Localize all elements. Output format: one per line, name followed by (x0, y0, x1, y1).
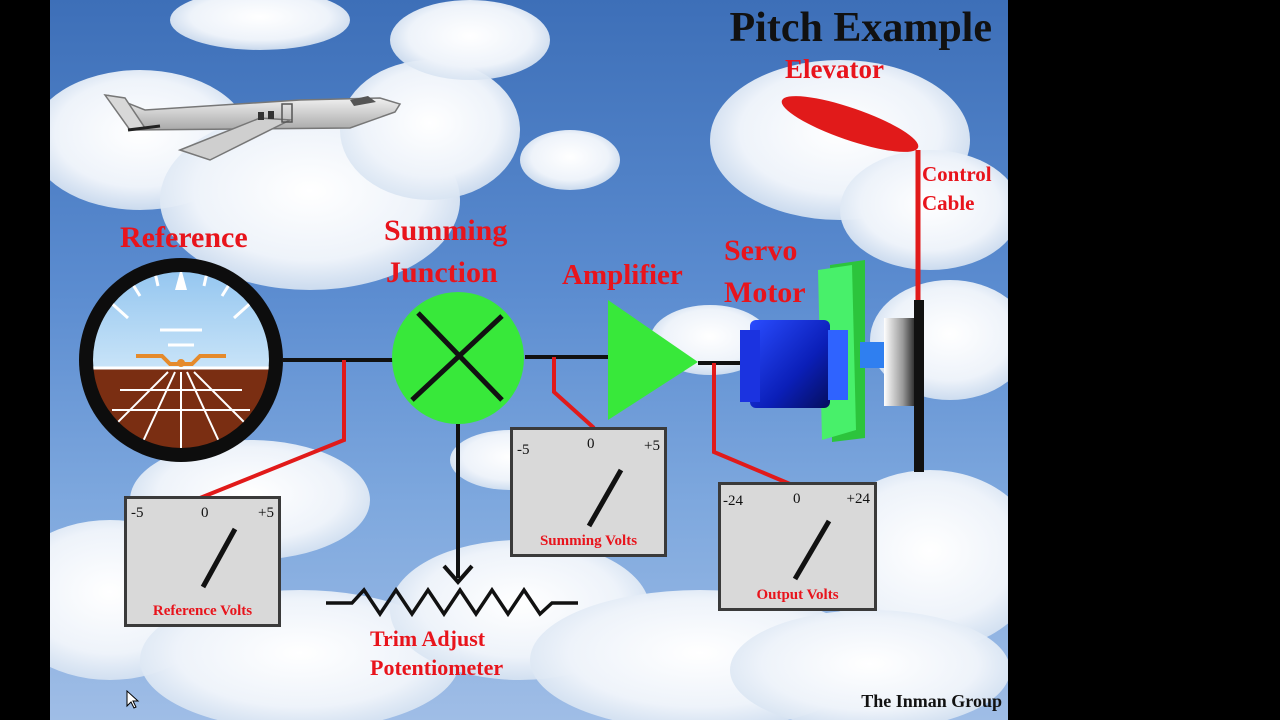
mouse-pointer-icon (126, 690, 140, 709)
summing-label-line1: Summing (384, 214, 508, 247)
footer-credit: The Inman Group (861, 691, 1002, 711)
summing-junction-icon (392, 292, 524, 424)
meter-zero-label: 0 (201, 505, 209, 521)
servo-motor-icon (740, 260, 884, 442)
meter-max-label: +5 (644, 438, 660, 454)
control-cable-label-line2: Cable (922, 191, 975, 215)
meter-caption: Reference Volts (152, 603, 253, 619)
amplifier-triangle-icon (608, 300, 698, 420)
meter-min-label: -24 (723, 493, 743, 509)
elevator-label: Elevator (785, 54, 884, 84)
airplane-icon (103, 93, 402, 161)
summing-volts-meter: -5 0 +5 Summing Volts (510, 427, 667, 557)
servo-label-line1: Servo (724, 234, 798, 267)
meter-zero-label: 0 (587, 436, 595, 452)
elevator-icon (781, 96, 921, 300)
meter-needle (200, 527, 238, 589)
amplifier-label: Amplifier (562, 259, 683, 291)
reference-label: Reference (120, 221, 248, 254)
meter-needle (792, 519, 832, 581)
attitude-indicator-icon (79, 258, 283, 462)
meter-needle (586, 468, 624, 528)
signal-wires (282, 355, 740, 365)
trim-wiper-arrow (442, 424, 474, 586)
meter-caption: Output Volts (756, 587, 839, 603)
meter-max-label: +5 (258, 505, 274, 521)
control-cable-label-line1: Control (922, 162, 992, 186)
cable-pulley-icon (884, 300, 924, 472)
reference-volts-meter: -5 0 +5 Reference Volts (124, 496, 281, 627)
output-volts-meter: -24 0 +24 Output Volts (718, 482, 877, 611)
trim-label-line1: Trim Adjust (370, 626, 486, 651)
clouds (50, 0, 1008, 720)
meter-caption: Summing Volts (539, 533, 638, 549)
slide: Pitch Example Elevator Control Cable Ref… (50, 0, 1008, 720)
resistor-zigzag-icon (326, 586, 578, 618)
meter-min-label: -5 (131, 505, 144, 521)
meter-max-label: +24 (846, 491, 870, 507)
summing-label-line2: Junction (386, 256, 498, 289)
page-title: Pitch Example (729, 5, 992, 51)
meter-wires (199, 357, 791, 500)
servo-label-line2: Motor (724, 276, 806, 309)
meter-min-label: -5 (517, 442, 530, 458)
diagram-canvas (50, 0, 1008, 720)
meter-zero-label: 0 (793, 491, 801, 507)
trim-label-line2: Potentiometer (370, 655, 504, 680)
